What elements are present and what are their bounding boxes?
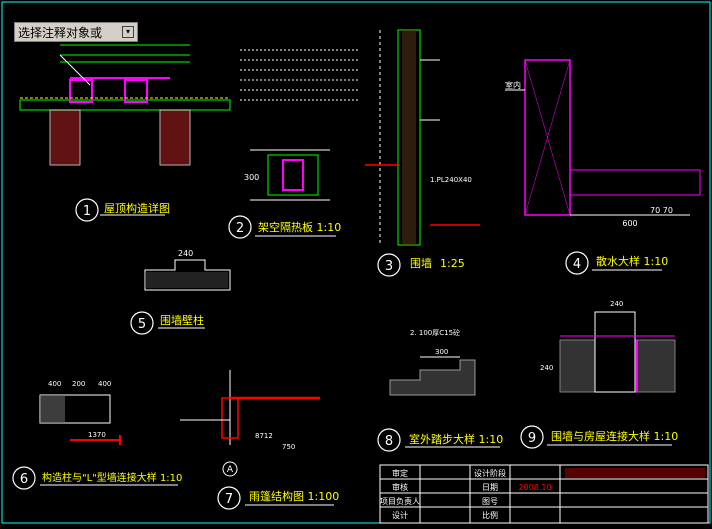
detail-7-dim-a: 8712 [255,432,273,440]
detail-6-dim-a: 400 [48,380,61,388]
detail-4-number: 4 [573,257,581,272]
detail-3-note: 1.PL240X40 [430,176,472,184]
detail-6-dim-d: 1370 [88,431,106,439]
detail-9-left-dim: 240 [540,364,553,372]
detail-8-steps: 300 2. 100厚C15砼 8 室外踏步大样 1:10 [377,328,503,452]
detail-2-number: 2 [236,221,244,236]
tb-row4-field: 比例 [482,510,498,520]
detail-7-axis: A [227,465,234,475]
detail-7-canopy: 8712 750 A 7 雨篷结构图 1:100 [180,370,339,510]
detail-3-scale: 1:25 [440,257,465,270]
title-block: 审定 设计阶段 审核 日期 2008.10 项目负责人 图号 设计 比例 [379,464,709,524]
detail-4-room-label: 室内 [505,80,521,90]
detail-4-apron: 室内 600 70 70 4 散水大样 1:10 [505,59,701,275]
detail-1-title: 屋顶构造详图 [104,201,170,215]
detail-6-dim-b: 200 [72,380,85,388]
detail-2-height: 300 [244,173,259,182]
detail-9-top-dim: 240 [610,300,623,308]
detail-9-number: 9 [528,431,536,446]
detail-2-insulation-board: 300 2 架空隔热板 1:10 [228,49,360,239]
command-prompt-text: 选择注释对象或 [18,25,103,40]
detail-6-dim-c: 400 [98,380,111,388]
chevron-down-icon[interactable]: ▾ [122,26,134,38]
detail-2-title: 架空隔热板 1:10 [258,220,341,234]
detail-5-number: 5 [138,317,146,332]
tb-date-value: 2008.10 [518,483,551,492]
detail-6-column-wall: 400 200 400 1370 6 构造柱与"L"型墙连接大样 1:10 [12,380,182,490]
detail-4-width: 600 [622,219,637,228]
detail-3-number: 3 [385,259,393,274]
tb-row4-label: 设计 [392,510,408,520]
command-prompt-box[interactable]: 选择注释对象或 ▾ [14,22,138,42]
detail-5-title: 围墙壁柱 [160,313,204,327]
detail-3-wall: 1.PL240X40 3 围墙 1:25 [365,29,480,277]
tb-row3-label: 项目负责人 [380,496,420,506]
detail-1-roof: 1 屋顶构造详图 [19,44,231,222]
detail-9-wall-connection: 240 240 9 围墙与房屋连接大样 1:10 [520,300,678,449]
detail-8-note: 2. 100厚C15砼 [410,328,460,337]
tb-row2-field: 日期 [482,483,498,492]
detail-9-title: 围墙与房屋连接大样 1:10 [551,429,678,443]
detail-5-pilaster: 240 5 围墙壁柱 [130,249,231,335]
tb-row1-field: 设计阶段 [474,468,506,478]
detail-7-title: 雨篷结构图 1:100 [249,489,339,503]
detail-5-top-dim: 240 [178,249,193,258]
detail-1-number: 1 [83,204,91,219]
tb-row3-field: 图号 [482,497,498,506]
detail-6-title: 构造柱与"L"型墙连接大样 1:10 [42,471,182,484]
detail-7-dim-b: 750 [282,443,295,451]
detail-8-dim: 300 [435,348,448,356]
detail-3-title: 围墙 [410,256,432,270]
detail-8-number: 8 [385,434,393,449]
tb-row2-label: 审核 [392,482,408,492]
detail-7-number: 7 [225,492,233,507]
detail-8-title: 室外踏步大样 1:10 [409,432,503,446]
detail-4-title: 散水大样 1:10 [596,254,668,268]
tb-row1-label: 审定 [392,468,408,478]
detail-6-number: 6 [20,472,28,487]
detail-4-small-dims: 70 70 [650,206,673,215]
